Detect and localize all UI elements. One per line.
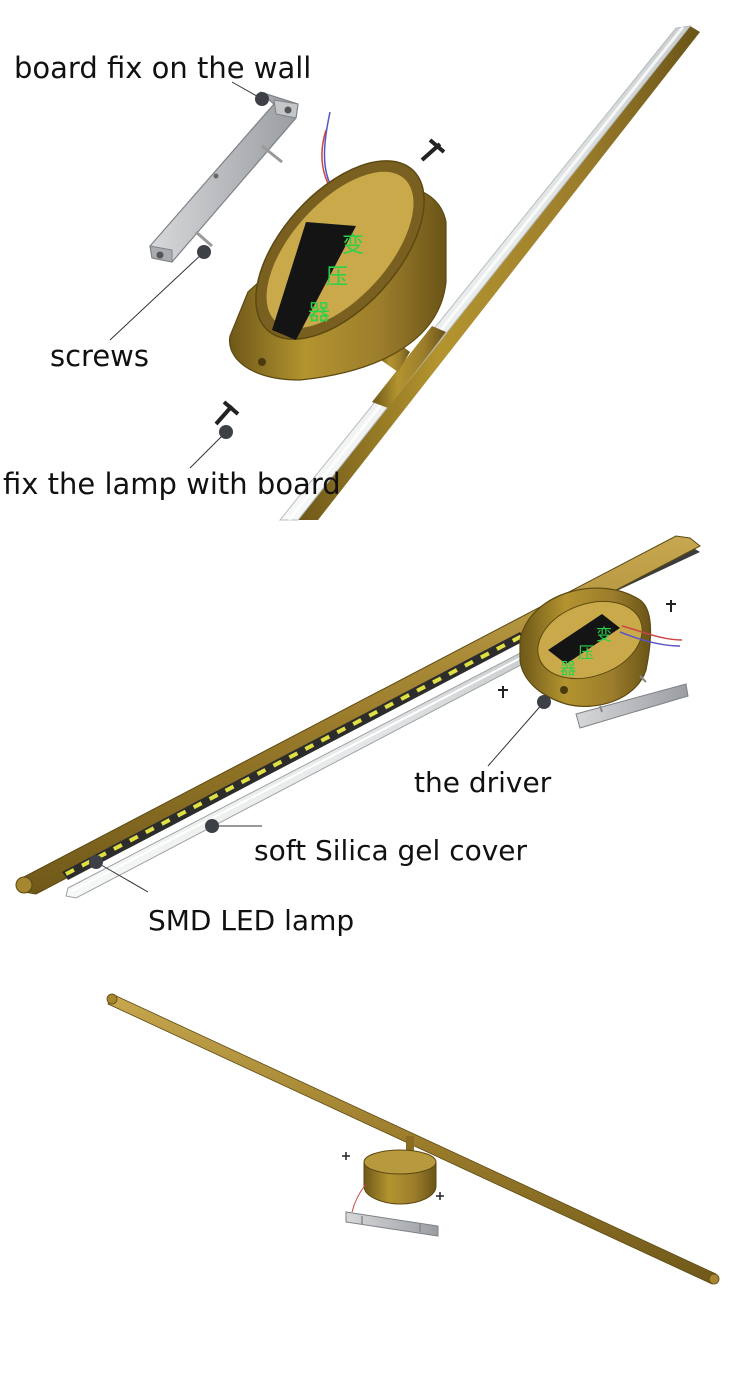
- driver-canopy: [363, 1149, 437, 1205]
- driver-canopy: 变 压 器: [519, 587, 652, 707]
- pointer-dot: [89, 855, 103, 869]
- power-wires: [619, 625, 683, 647]
- label-smd-led: SMD LED lamp: [148, 904, 354, 937]
- driver-glyph-1: 变: [596, 625, 612, 644]
- pointer-dot: [255, 92, 269, 106]
- driver-glyph-2: 压: [578, 643, 594, 662]
- pointer-dot: [219, 425, 233, 439]
- wall-bracket: [149, 91, 299, 263]
- panel-2-exploded-arm: 变 压 器: [15, 535, 701, 937]
- screw-icon: [436, 1192, 444, 1200]
- wall-bracket: [575, 675, 689, 729]
- pointer-dot: [197, 245, 211, 259]
- screw-icon: [214, 400, 240, 426]
- driver-glyph-3: 器: [308, 301, 330, 326]
- silica-gel-cover: [65, 647, 539, 899]
- pointer-dot: [205, 819, 219, 833]
- smd-led-strip: [62, 632, 526, 880]
- label-board-fix: board fix on the wall: [14, 51, 311, 85]
- screw-icon: [420, 138, 446, 162]
- panel-1-wall-mount: 变 压 器 board fix on the wall screws fix t…: [3, 25, 700, 521]
- label-pointers: [109, 81, 263, 469]
- label-pointers: [95, 701, 545, 893]
- label-driver: the driver: [414, 766, 552, 799]
- screw-icon: [498, 686, 508, 698]
- pointer-dot: [537, 695, 551, 709]
- screw-icon: [342, 1152, 350, 1160]
- driver-glyph-3: 器: [560, 659, 576, 678]
- label-silica-cover: soft Silica gel cover: [254, 834, 528, 867]
- panel-3-assembled-lamp: [106, 993, 720, 1285]
- driver-canopy: 变 压 器: [229, 160, 447, 381]
- wall-bracket: [345, 1211, 439, 1237]
- driver-glyph-2: 压: [326, 265, 348, 290]
- lamp-arm: [278, 25, 700, 521]
- driver-glyph-1: 变: [342, 233, 364, 258]
- label-screws: screws: [50, 339, 149, 373]
- label-fix-lamp: fix the lamp with board: [3, 467, 341, 501]
- power-wires: [351, 1183, 367, 1213]
- screw-icon: [666, 600, 676, 612]
